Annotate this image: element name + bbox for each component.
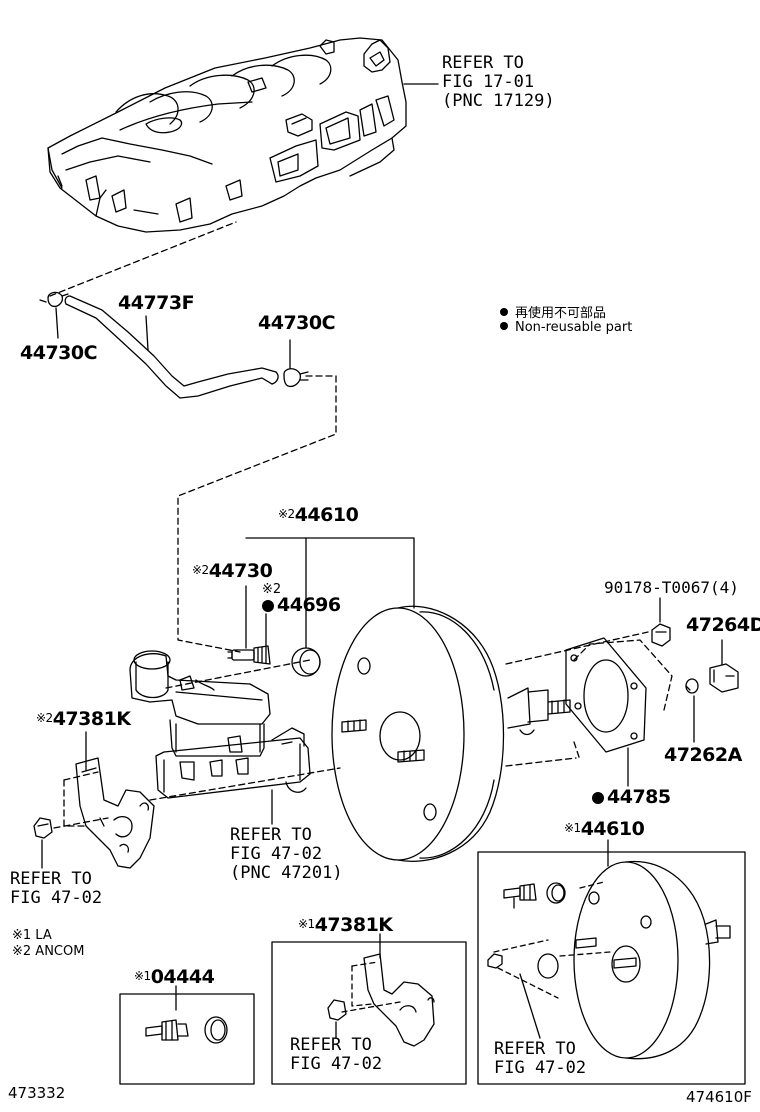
- bullet-icon: [500, 308, 508, 316]
- brake-booster-LA: [573, 860, 731, 1060]
- part-number: 44610: [294, 504, 359, 526]
- ref-line: FIG 47-02: [230, 844, 323, 864]
- illustration-code-left: 473332: [8, 1084, 66, 1102]
- ref-line: REFER TO: [442, 53, 524, 73]
- part-44785[interactable]: 44785: [592, 786, 671, 808]
- note-la: ※1 LA: [12, 928, 52, 943]
- ref-line: REFER TO: [230, 825, 312, 845]
- ref-bracket-box: REFER TO FIG 47-02: [290, 1036, 382, 1074]
- legend-en-text: Non-reusable part: [515, 320, 633, 335]
- check-valve-LA: [503, 882, 566, 909]
- non-reusable-dot-icon: [262, 600, 274, 612]
- part-number: 47381K: [52, 708, 131, 730]
- note-mark: ※2: [278, 507, 295, 521]
- ref-line: FIG 47-02: [10, 888, 103, 908]
- part-number: 44610: [580, 818, 645, 840]
- part-number: 47381K: [314, 914, 393, 936]
- part-number: 44696: [277, 594, 341, 616]
- bracket-47381K-LA: [363, 953, 435, 1047]
- part-44696[interactable]: 44696: [262, 594, 341, 616]
- grommet-44696: [291, 647, 321, 677]
- ref-line: REFER TO: [10, 869, 92, 889]
- box-booster-LA: [477, 851, 746, 1085]
- nut-LA: [487, 953, 503, 969]
- leader-44610-a: [245, 537, 415, 609]
- part-47262A[interactable]: 47262A: [664, 744, 742, 766]
- nut-90178: [651, 623, 671, 647]
- dashed-bracket-LA: [341, 961, 401, 1013]
- part-47381K-ancom[interactable]: ※247381K: [36, 708, 131, 730]
- part-44610-la[interactable]: ※144610: [564, 818, 645, 840]
- bullet-icon: [500, 322, 508, 330]
- brake-booster-main: [331, 605, 571, 862]
- part-number: 04444: [150, 966, 215, 988]
- check-valve-44730: [227, 645, 271, 665]
- box-valve-LA: [119, 993, 255, 1085]
- vacuum-hose: [64, 295, 279, 399]
- clevis-47264D: [709, 663, 739, 693]
- master-cylinder: [129, 650, 311, 799]
- part-44610-ancom[interactable]: ※244610: [278, 504, 359, 526]
- box-bracket-LA: [271, 941, 467, 1085]
- part-number: 44785: [607, 786, 671, 808]
- part-number: 44730: [208, 560, 273, 582]
- note-mark: ※1: [298, 917, 315, 931]
- intake-manifold: [47, 37, 407, 233]
- nut-left: [33, 817, 53, 839]
- nut-bracket-LA: [327, 999, 347, 1021]
- hose-clamp-left: [39, 291, 69, 308]
- dashed-bracket-outline: [53, 767, 341, 829]
- pin-47262A: [685, 678, 699, 694]
- ref-intake-manifold: REFER TO FIG 17-01 (PNC 17129): [442, 54, 555, 111]
- leader-booster-box-ref: [519, 973, 541, 1039]
- ref-line: (PNC 17129): [442, 91, 555, 111]
- note-ancom: ※2 ANCOM: [12, 944, 85, 959]
- gasket-44785: [565, 637, 647, 753]
- ref-left-bracket: REFER TO FIG 47-02: [10, 870, 102, 908]
- legend-en: Non-reusable part: [500, 320, 632, 335]
- ref-booster-box: REFER TO FIG 47-02: [494, 1040, 586, 1078]
- ref-line: FIG 47-02: [494, 1058, 587, 1078]
- ref-line: FIG 17-01: [442, 72, 535, 92]
- dashed-booster-lines: [505, 631, 673, 767]
- ref-master-cylinder: REFER TO FIG 47-02 (PNC 47201): [230, 826, 343, 883]
- ref-line: REFER TO: [494, 1039, 576, 1059]
- part-04444[interactable]: ※104444: [134, 966, 215, 988]
- part-44773F[interactable]: 44773F: [118, 292, 195, 314]
- part-47381K-la[interactable]: ※147381K: [298, 914, 393, 936]
- part-90178[interactable]: 90178-T0067(4): [604, 578, 739, 597]
- dashed-connection: [49, 221, 337, 689]
- dashed-LA-lines: [493, 881, 611, 999]
- legend-jp: 再使用不可部品: [500, 302, 606, 321]
- hose-clamp-right: [283, 368, 309, 388]
- part-44730C-left[interactable]: 44730C: [20, 342, 98, 364]
- legend-jp-text: 再使用不可部品: [515, 306, 607, 321]
- leader-44730C-left: [55, 307, 59, 339]
- leader-44773F: [145, 315, 149, 351]
- non-reusable-dot-icon: [592, 792, 604, 804]
- part-47264D[interactable]: 47264D: [686, 614, 760, 636]
- illustration-code-right: 474610F: [686, 1088, 752, 1106]
- note-mark: ※1: [564, 821, 581, 835]
- ref-line: (PNC 47201): [230, 863, 343, 883]
- note-mark: ※2: [36, 711, 53, 725]
- part-44730C-right[interactable]: 44730C: [258, 312, 336, 334]
- part-44730[interactable]: ※244730: [192, 560, 273, 582]
- mark-44696: ※2: [262, 582, 282, 597]
- note-mark: ※1: [134, 969, 151, 983]
- note-mark: ※2: [192, 563, 209, 577]
- check-valve-04444: [145, 1016, 228, 1044]
- ref-line: FIG 47-02: [290, 1054, 383, 1074]
- bracket-47381K: [75, 757, 155, 869]
- grommet-seal-LA: [537, 953, 559, 979]
- ref-line: REFER TO: [290, 1035, 372, 1055]
